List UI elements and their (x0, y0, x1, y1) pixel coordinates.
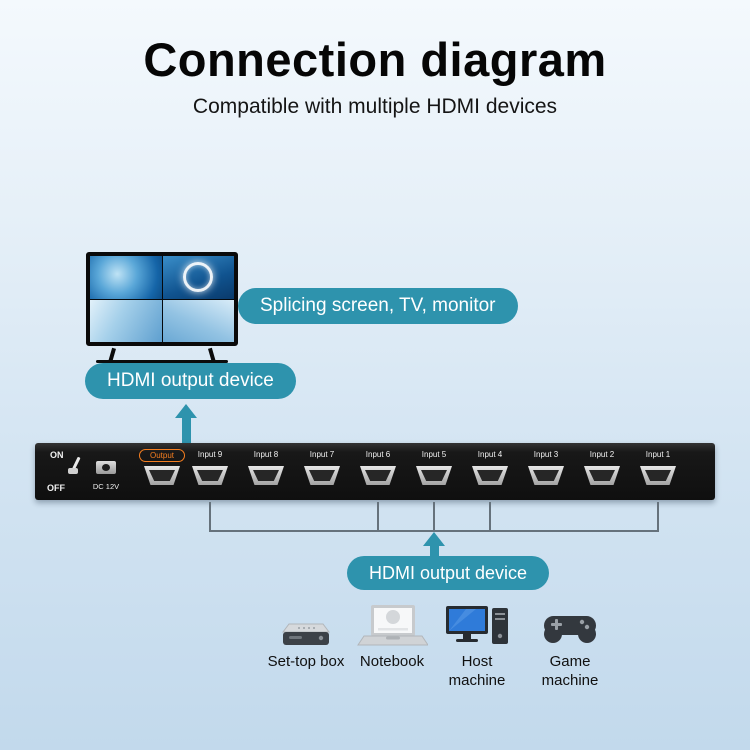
bracket-line (657, 502, 659, 530)
page-subtitle: Compatible with multiple HDMI devices (192, 95, 558, 118)
source-label: Game machine (541, 653, 599, 689)
tv-screen (86, 252, 238, 346)
input-port-7: Input 7 (294, 450, 350, 485)
source-host-machine: Host machine (440, 598, 514, 691)
input-flow-arrow-icon (423, 532, 445, 557)
tv-screen-quadrant-2 (162, 256, 234, 299)
arrow-shaft (429, 546, 439, 557)
power-switch-base (68, 468, 78, 474)
notebook-icon (356, 598, 428, 648)
input-port-8: Input 8 (238, 450, 294, 485)
hdmi-input-devices-callout: HDMI output device (347, 556, 550, 590)
tv-screen-quadrant-4 (162, 299, 234, 342)
input-port-5: Input 5 (406, 450, 462, 485)
tv-screen-quadrant-1 (90, 256, 162, 299)
source-notebook: Notebook (352, 598, 432, 672)
page-title: Connection diagram (143, 33, 607, 86)
bracket-line (433, 502, 435, 530)
output-port-label: Output (139, 449, 185, 462)
hdmi-port-icon (360, 466, 396, 485)
input-port-3: Input 3 (518, 450, 574, 485)
tv-monitor (86, 252, 238, 366)
hdmi-port-icon (528, 466, 564, 485)
hdmi-port-icon (640, 466, 676, 485)
dc-power-port-icon (96, 461, 116, 474)
bracket-line-horizontal (209, 530, 659, 532)
hdmi-switcher-device: ON OFF DC 12V Output Input 9 Input 8 Inp… (35, 443, 715, 500)
hdmi-output-port-icon (144, 466, 180, 485)
input-port-1: Input 1 (630, 450, 686, 485)
bracket-line (489, 502, 491, 530)
source-label: Notebook (359, 653, 425, 670)
splicing-screen-callout: Splicing screen, TV, monitor (238, 288, 518, 324)
input-port-9: Input 9 (182, 450, 238, 485)
arrow-head (175, 404, 197, 418)
ring-graphic (183, 262, 214, 293)
hdmi-port-icon (416, 466, 452, 485)
input-port-6: Input 6 (350, 450, 406, 485)
input-port-2: Input 2 (574, 450, 630, 485)
arrow-shaft (181, 418, 191, 444)
hdmi-output-device-callout: HDMI output device (85, 363, 296, 399)
hdmi-port-icon (304, 466, 340, 485)
set-top-box-icon (279, 598, 333, 648)
game-machine-icon (538, 598, 602, 648)
power-on-label: ON (50, 450, 64, 460)
source-set-top-box: Set-top box (260, 598, 352, 672)
dc-power-label: DC 12V (92, 482, 120, 491)
bracket-line (377, 502, 379, 530)
tv-base (96, 360, 228, 363)
bracket-line (209, 502, 211, 530)
hdmi-port-icon (248, 466, 284, 485)
power-off-label: OFF (47, 483, 65, 493)
host-machine-icon (446, 598, 508, 648)
source-game-machine: Game machine (526, 598, 614, 691)
output-flow-arrow-icon (175, 404, 197, 444)
arrow-head (423, 532, 445, 546)
hdmi-port-icon (192, 466, 228, 485)
source-label: Set-top box (267, 653, 345, 670)
hdmi-port-icon (584, 466, 620, 485)
hdmi-port-icon (472, 466, 508, 485)
source-label: Host machine (448, 653, 506, 689)
input-port-4: Input 4 (462, 450, 518, 485)
tv-screen-quadrant-3 (90, 299, 162, 342)
